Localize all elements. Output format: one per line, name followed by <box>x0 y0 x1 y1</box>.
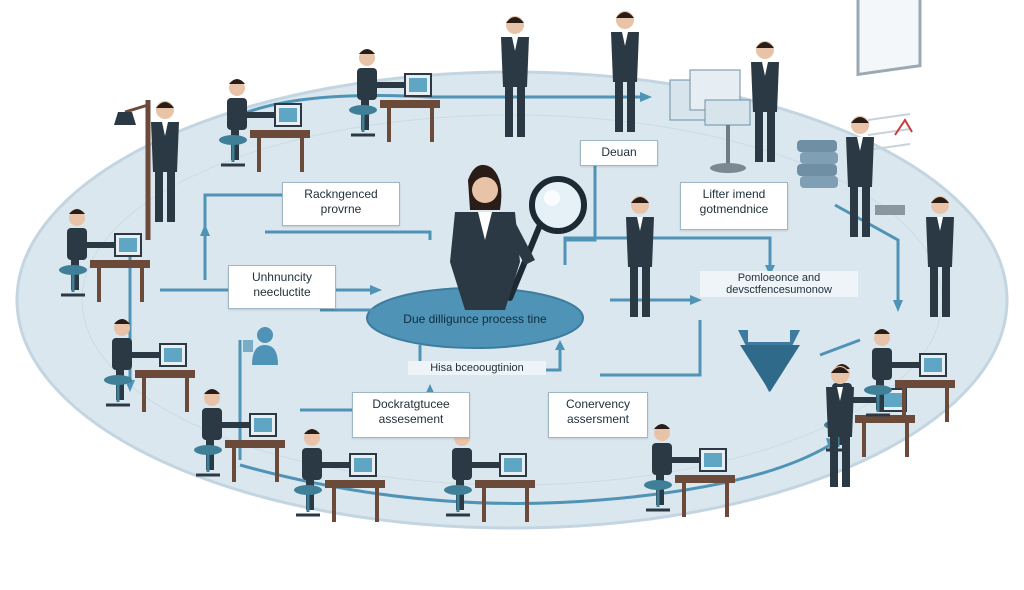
big-down-arrow-shape <box>740 345 800 392</box>
lbl-bottom-mid-line: assersment <box>566 412 630 426</box>
center-process-label: Due dilligunce process tine <box>403 312 547 326</box>
flow-line-bottom-arc <box>239 443 831 505</box>
lbl-right-mid-line: devsctfencesumonow <box>726 284 832 296</box>
lbl-right-mid-line: Pomloeonce and <box>737 272 821 284</box>
lbl-right-upper-line: Lifter imend <box>702 187 766 201</box>
arrowhead-right-loop <box>765 265 775 276</box>
standing-person <box>626 196 654 317</box>
document-stack-icon <box>669 69 751 173</box>
workstation-desk <box>59 209 150 302</box>
standing-person <box>926 196 954 317</box>
workstation-desk <box>294 429 385 522</box>
workstation-desk <box>104 319 195 412</box>
standing-people <box>151 11 954 487</box>
arrowhead-up-left <box>200 224 210 236</box>
floor-lamp-icon <box>114 100 151 240</box>
whiteboard-icon <box>856 0 922 215</box>
label-bottom-center: Hisa bceoougtinion <box>408 361 546 375</box>
workstation-desk <box>219 79 310 172</box>
standing-person <box>826 366 854 487</box>
user-avatar-icon <box>243 327 278 365</box>
standing-person <box>846 116 874 237</box>
standing-person <box>751 41 779 162</box>
lbl-left-mid-line: Unhnuncity <box>251 270 313 284</box>
arrowhead-right-edge <box>893 300 903 312</box>
arrowhead-right-mid <box>690 295 702 305</box>
label-top-center: Deuan <box>580 140 658 166</box>
flow-line-right-loop <box>563 236 772 265</box>
workstations <box>59 49 955 522</box>
lbl-left-upper-line: Rackngenced <box>304 187 378 201</box>
workstation-desk <box>864 329 955 422</box>
workstation-desk <box>444 429 535 522</box>
standing-person <box>501 16 529 137</box>
workstation-desk <box>194 389 285 482</box>
flow-line-left-bar <box>265 230 432 240</box>
workstation-desk <box>644 424 735 517</box>
arrowhead-center-down <box>555 340 565 350</box>
flow-line-right-bottom <box>819 338 861 357</box>
workstation-desk <box>349 49 440 142</box>
binder-stack-icon <box>797 140 838 188</box>
flow-line-right-top <box>565 165 597 242</box>
arrowhead-left-mid <box>370 285 382 295</box>
center-person-figure <box>450 164 535 310</box>
arrowhead-left-low <box>390 305 402 315</box>
lbl-bottom-mid-line: Conervency <box>565 397 631 411</box>
standing-person <box>151 101 179 222</box>
flow-line-right-low <box>600 320 702 377</box>
flow-line-left-loop <box>203 193 290 280</box>
lbl-right-upper-line: gotmendnice <box>699 202 769 216</box>
standing-person <box>611 11 639 132</box>
arrowhead-top <box>640 92 652 102</box>
lbl-left-mid-line: neecluctite <box>253 285 311 299</box>
lbl-left-upper-line: provrne <box>320 202 362 216</box>
lbl-bottom-left-line: assesement <box>378 412 444 426</box>
lbl-bottom-left-line: Dockratgtucee <box>372 397 450 411</box>
